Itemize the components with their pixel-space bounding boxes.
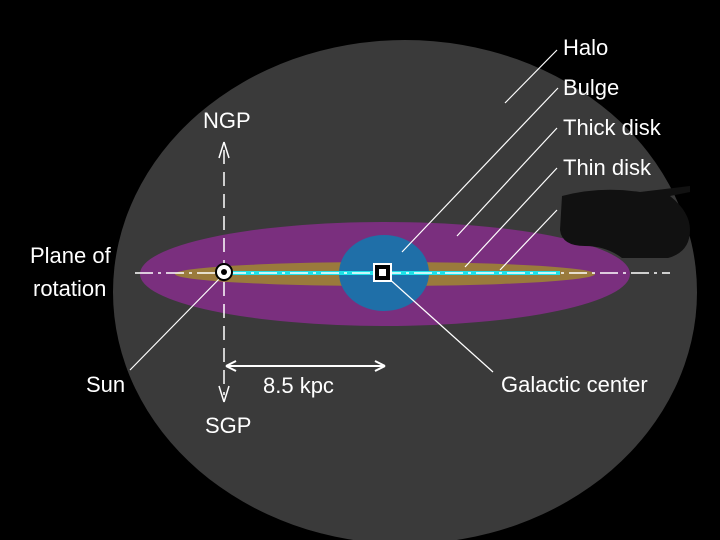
sgp-label: SGP bbox=[205, 413, 251, 438]
ngp-label: NGP bbox=[203, 108, 251, 133]
halo-label: Halo bbox=[563, 35, 608, 60]
galactic-center-label: Galactic center bbox=[501, 372, 648, 397]
plane-of-rotation-label-line2: rotation bbox=[33, 276, 106, 301]
thick-disk-label: Thick disk bbox=[563, 115, 662, 140]
thin-disk-label: Thin disk bbox=[563, 155, 652, 180]
sun-marker-dot bbox=[221, 269, 227, 275]
bulge-label: Bulge bbox=[563, 75, 619, 100]
galactic-center-inner bbox=[379, 269, 386, 276]
sun-label: Sun bbox=[86, 372, 125, 397]
plane-of-rotation-label-line1: Plane of bbox=[30, 243, 112, 268]
distance-label: 8.5 kpc bbox=[263, 373, 334, 398]
